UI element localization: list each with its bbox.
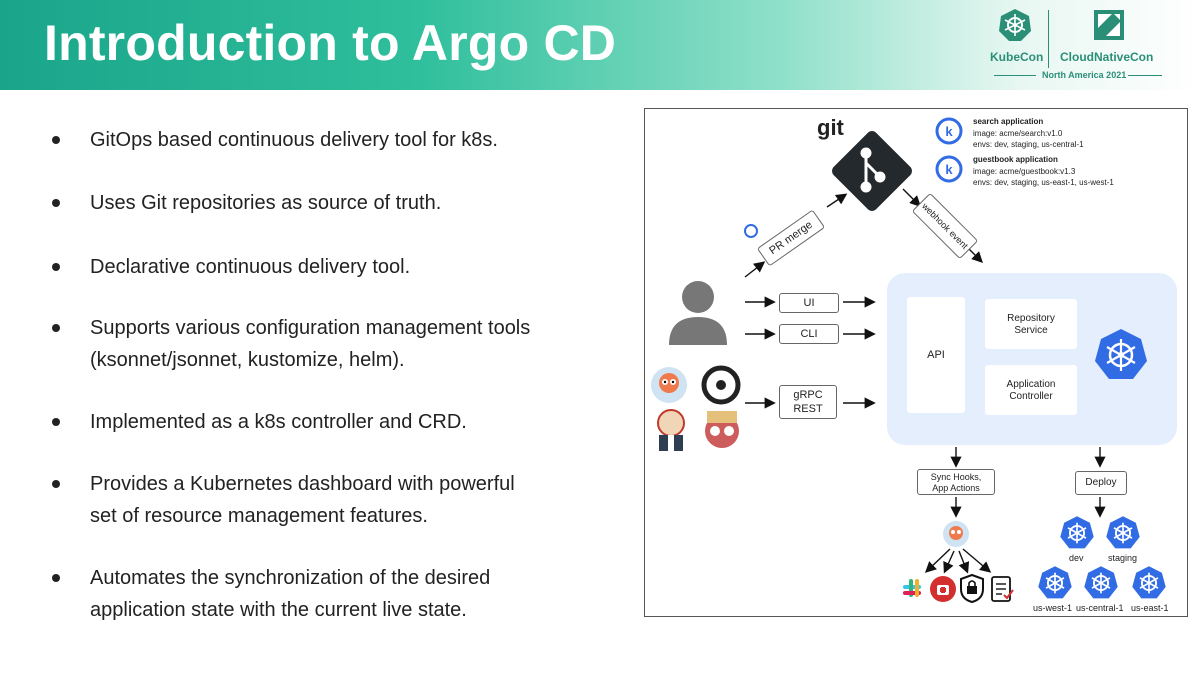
cloudnativecon-icon — [1094, 10, 1124, 40]
sync-hooks-label: Sync Hooks, — [930, 472, 982, 482]
bullet-text: Automates the synchronization of the des… — [90, 567, 491, 589]
bullet-dot — [52, 136, 60, 144]
ui-box: UI — [779, 293, 839, 313]
diagram-arrows — [744, 188, 1106, 574]
app-name: guestbook application — [973, 155, 1058, 164]
bullet-text-cont: application state with the current live … — [90, 599, 467, 621]
k8s-app-icon: k — [935, 117, 963, 145]
cli-label: CLI — [800, 328, 818, 340]
bullet-dot — [52, 263, 60, 271]
argo-mascot-icon — [651, 367, 687, 403]
bullet-text: Uses Git repositories as source of truth… — [90, 192, 442, 214]
kubecon-label: KubeCon — [990, 50, 1044, 64]
bullet-dot — [52, 574, 60, 582]
lock-icon — [960, 573, 984, 603]
cluster-dev-label: dev — [1069, 553, 1084, 563]
circleci-icon — [701, 365, 741, 405]
cli-box: CLI — [779, 324, 839, 344]
sync-hooks-box: Sync Hooks, App Actions — [917, 469, 995, 495]
deploy-label: Deploy — [1085, 477, 1117, 488]
logo-divider — [1048, 10, 1049, 68]
bullet-text: Declarative continuous delivery tool. — [90, 256, 411, 278]
app-envs: envs: dev, staging, us-east-1, us-west-1 — [973, 178, 1114, 187]
checklist-icon — [991, 576, 1014, 602]
bullet-text-cont: (ksonnet/jsonnet, kustomize, helm). — [90, 349, 405, 371]
cluster-us-east-1-label: us-east-1 — [1131, 603, 1169, 613]
svg-text:k: k — [945, 124, 953, 139]
argo-small-icon — [943, 521, 969, 547]
k8s-cluster-us-east-1-icon — [1132, 566, 1166, 599]
bullet-dot — [52, 199, 60, 207]
event-rule-right — [1128, 75, 1162, 76]
k8s-cluster-dev-icon — [1060, 516, 1094, 549]
bullet-dot — [52, 324, 60, 332]
app-envs: envs: dev, staging, us-central-1 — [973, 140, 1084, 149]
app-image: image: acme/guestbook:v1.3 — [973, 167, 1076, 176]
alert-icon — [930, 576, 956, 602]
cluster-us-west-1-label: us-west-1 — [1033, 603, 1073, 613]
bullet-text: Supports various configuration managemen… — [90, 317, 531, 339]
cloudnativecon-label: CloudNativeCon — [1060, 50, 1154, 64]
k8s-app-icon: k — [935, 155, 963, 183]
travis-icon — [705, 411, 739, 448]
kubecon-helm-icon — [999, 9, 1031, 41]
api-label: API — [927, 349, 945, 361]
cluster-us-central-1-label: us-central-1 — [1076, 603, 1124, 613]
user-icon — [669, 281, 727, 345]
k8s-cluster-us-central-1-icon — [1084, 566, 1118, 599]
event-rule-left — [994, 75, 1036, 76]
slide-title: Introduction to Argo CD — [44, 15, 617, 71]
application-controller-label: Application — [1006, 379, 1056, 390]
app-actions-label: App Actions — [932, 483, 980, 493]
bullet-text: GitOps based continuous delivery tool fo… — [90, 129, 498, 151]
grpc-rest-box: gRPC REST — [779, 385, 837, 419]
svg-text:k: k — [945, 162, 953, 177]
bullet-dot — [52, 480, 60, 488]
argocd-architecture-diagram: git k search application image: acme/sea… — [644, 108, 1188, 617]
grpc-label: gRPC — [793, 389, 823, 401]
app-name: search application — [973, 117, 1044, 126]
slide-header: Introduction to Argo CD KubeCon CloudNat… — [0, 0, 1200, 90]
app-image: image: acme/search:v1.0 — [973, 129, 1063, 138]
kubecon-logo: KubeCon CloudNativeCon North America 202… — [980, 6, 1180, 86]
deploy-box: Deploy — [1075, 471, 1127, 495]
repository-service-label: Repository — [1007, 313, 1055, 324]
application-controller-label-2: Controller — [1009, 391, 1053, 402]
bullet-text: Provides a Kubernetes dashboard with pow… — [90, 473, 515, 495]
event-label: North America 2021 — [1042, 70, 1127, 80]
rest-label: REST — [793, 403, 823, 415]
repository-service-label-2: Service — [1014, 325, 1048, 336]
k8s-cluster-us-west-1-icon — [1038, 566, 1072, 599]
kubernetes-icon — [1095, 329, 1147, 379]
ui-label: UI — [803, 297, 815, 309]
bullet-text: Implemented as a k8s controller and CRD. — [90, 411, 467, 433]
jenkins-icon — [657, 409, 685, 451]
k8s-cluster-staging-icon — [1106, 516, 1140, 549]
k8s-small-icon — [744, 224, 758, 238]
repository-service-box: Repository Service — [985, 299, 1077, 349]
cluster-staging-label: staging — [1108, 553, 1138, 563]
api-box: API — [907, 297, 965, 413]
bullet-dot — [52, 418, 60, 426]
bullet-text-cont: set of resource management features. — [90, 505, 428, 527]
git-label: git — [817, 115, 844, 140]
application-controller-box: Application Controller — [985, 365, 1077, 415]
git-icon — [832, 131, 912, 211]
slack-icon — [903, 579, 921, 597]
